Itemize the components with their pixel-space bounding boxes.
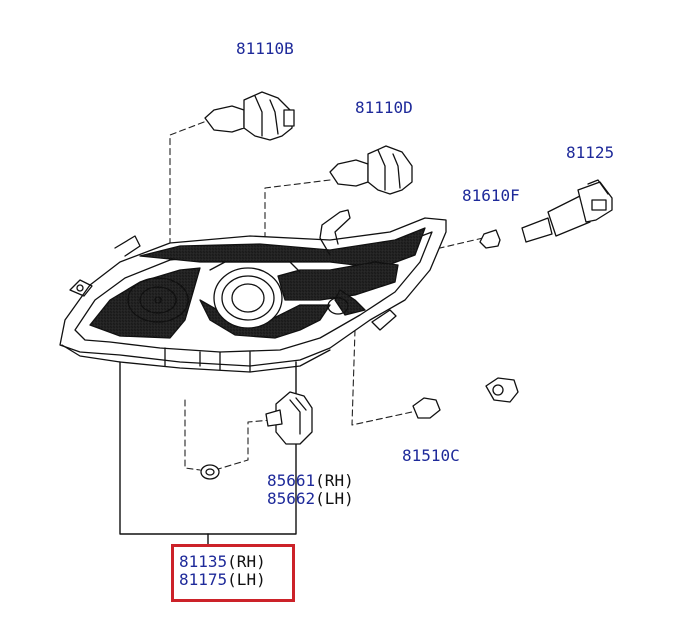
bulb-81610f-drawing bbox=[479, 229, 501, 249]
label-85662: 85662(LH) bbox=[267, 489, 354, 508]
label-81175: 81175(LH) bbox=[179, 570, 266, 589]
actuator-drawing bbox=[265, 391, 313, 445]
socket-81125-drawing bbox=[521, 179, 613, 243]
bulb-81110b-drawing bbox=[204, 91, 295, 141]
small-socket-drawing bbox=[485, 377, 519, 403]
bulb-81510c-drawing bbox=[412, 397, 441, 419]
bulb-81110d-drawing bbox=[329, 145, 413, 195]
label-81135: 81135(RH) bbox=[179, 552, 266, 571]
label-81110b: 81110B bbox=[236, 39, 294, 58]
label-81110d: 81110D bbox=[355, 98, 413, 117]
highlight-box bbox=[171, 544, 295, 602]
label-85661: 85661(RH) bbox=[267, 471, 354, 490]
label-81125: 81125 bbox=[566, 143, 615, 162]
clip-drawing bbox=[200, 464, 220, 480]
assembly-bracket bbox=[119, 361, 297, 545]
label-81510c: 81510C bbox=[402, 446, 460, 465]
label-81610f: 81610F bbox=[462, 186, 520, 205]
headlamp-assembly bbox=[59, 209, 447, 373]
